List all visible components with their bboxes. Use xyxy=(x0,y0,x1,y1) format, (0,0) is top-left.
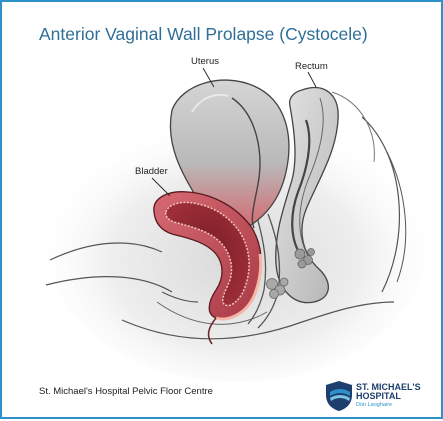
uterus-label: Uterus xyxy=(191,56,219,67)
logo-text-line-2: HOSPITAL xyxy=(356,392,401,401)
rectum-leader-line xyxy=(308,72,316,87)
logo-text-line-3: Dún Laoghaire xyxy=(356,402,392,408)
rectum-label: Rectum xyxy=(295,61,328,72)
shield-icon xyxy=(324,380,354,412)
footer-caption: St. Michael's Hospital Pelvic Floor Cent… xyxy=(39,386,213,397)
hospital-logo: ST. MICHAEL'S HOSPITAL Dún Laoghaire xyxy=(322,379,434,415)
bladder-label: Bladder xyxy=(135,166,168,177)
